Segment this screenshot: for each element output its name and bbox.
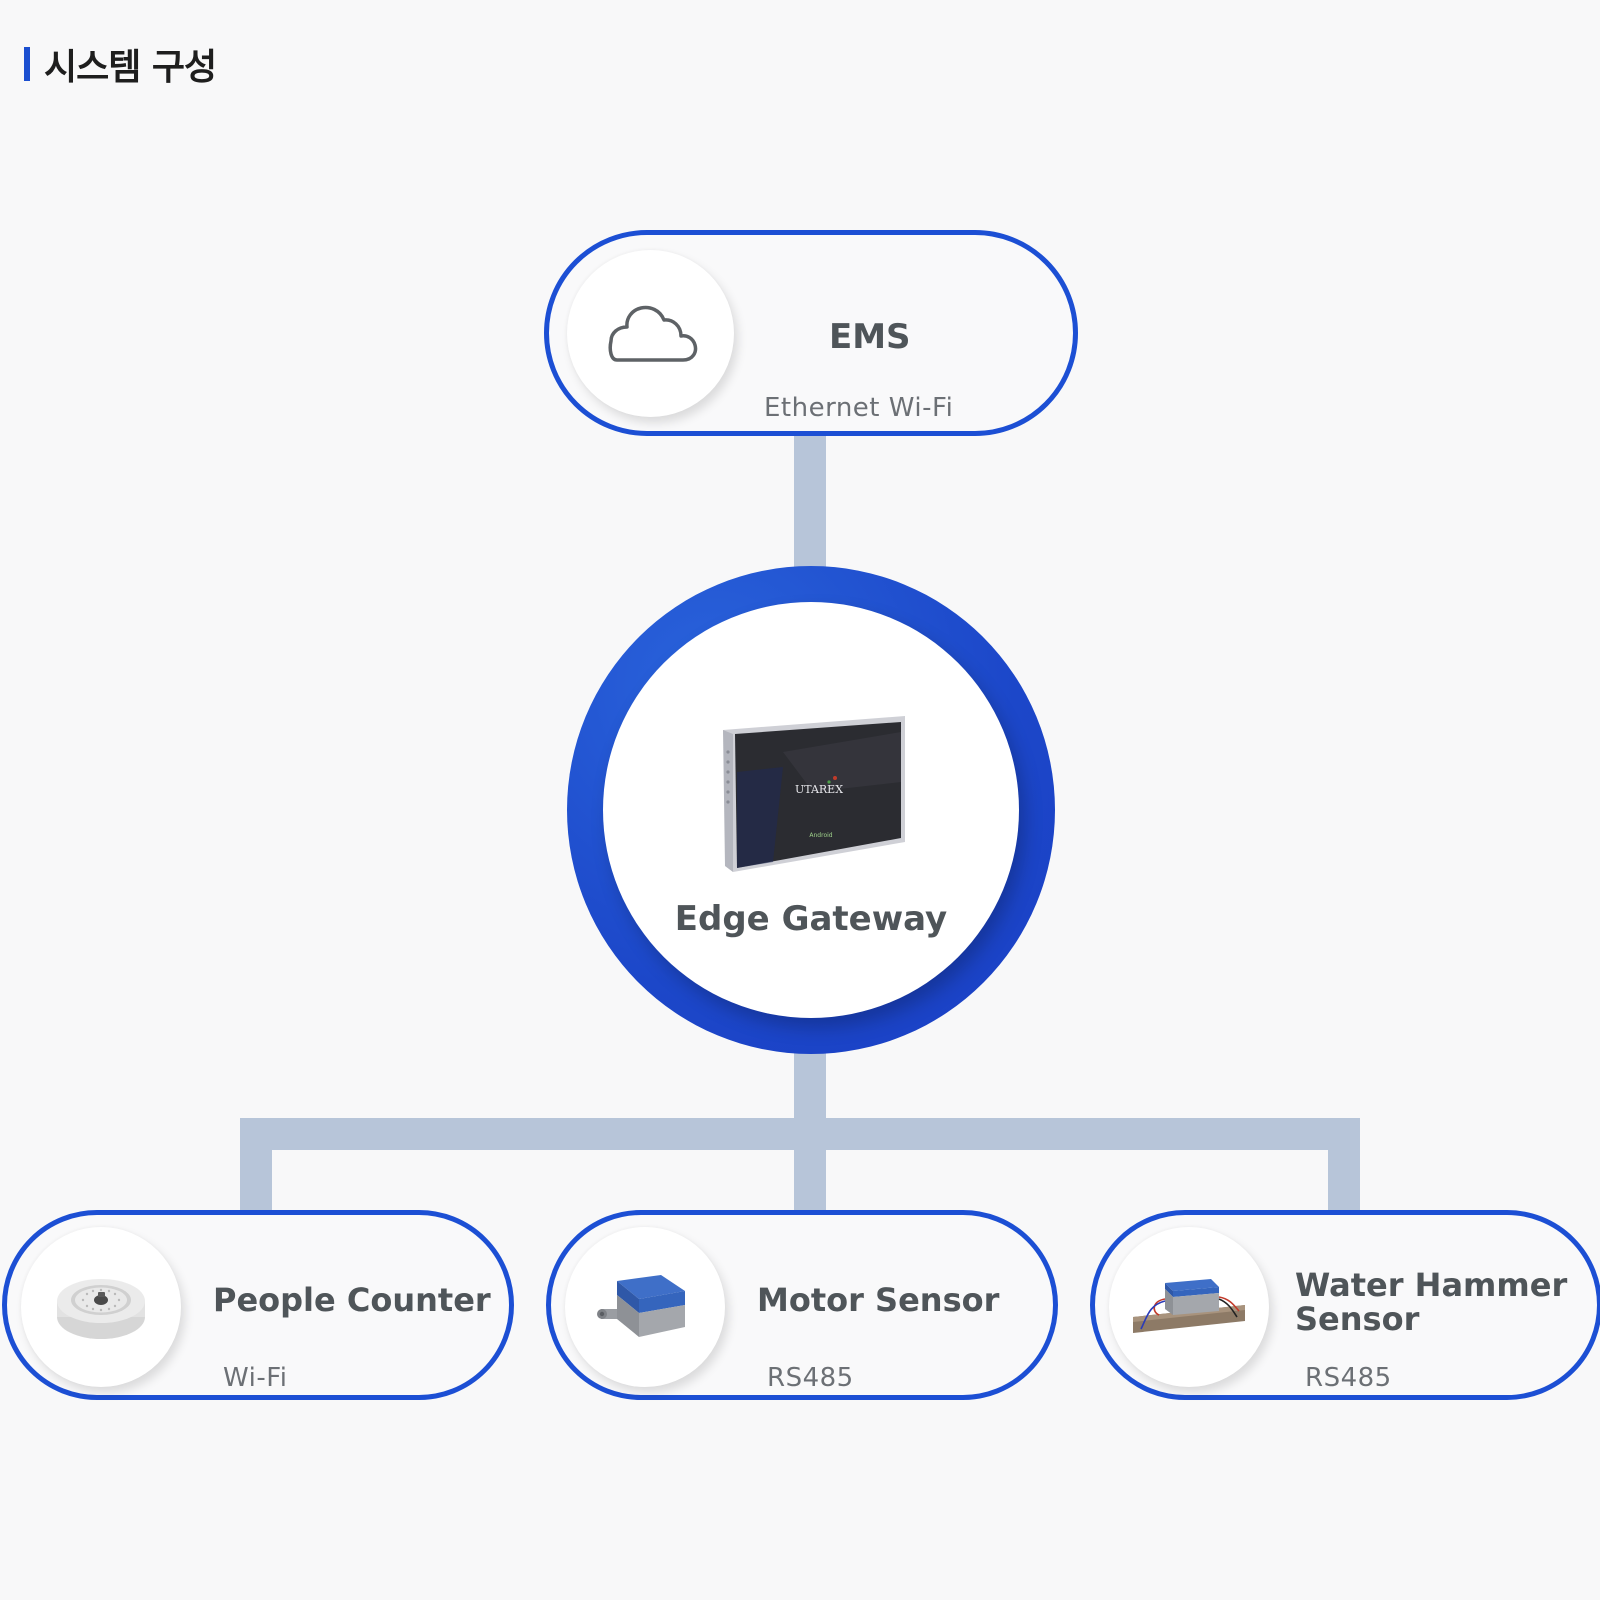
- edge-gateway-title: Edge Gateway: [674, 899, 948, 939]
- people-counter-title: People Counter: [213, 1281, 491, 1319]
- gateway-brand-label: UTAREX: [795, 783, 843, 796]
- gateway-device-image: UTAREX Android: [723, 716, 905, 872]
- ems-protocols: Ethernet Wi-Fi: [764, 393, 954, 423]
- motor-sensor-protocol: RS485: [767, 1363, 854, 1393]
- cloud-icon: [608, 305, 697, 362]
- water-hammer-sensor-title: Water Hammer Sensor: [1295, 1268, 1567, 1336]
- connector-branch: [240, 1118, 1360, 1216]
- people-counter-protocol: Wi-Fi: [223, 1363, 288, 1393]
- water-hammer-sensor-image: [1133, 1279, 1245, 1333]
- water-hammer-sensor-protocol: RS485: [1305, 1363, 1392, 1393]
- people-counter-icon-circle: [21, 1227, 181, 1387]
- ems-node[interactable]: EMS Ethernet Wi-Fi: [544, 230, 1078, 436]
- edge-gateway-inner-circle: UTAREX Android Edge Gateway: [603, 602, 1019, 1018]
- gateway-port-dots: [726, 750, 730, 804]
- water-hammer-sensor-node[interactable]: Water Hammer Sensor RS485: [1090, 1210, 1600, 1400]
- water-hammer-title-line1: Water Hammer: [1295, 1266, 1568, 1304]
- ems-icon-circle: [567, 250, 734, 417]
- edge-gateway-node[interactable]: UTAREX Android Edge Gateway: [567, 566, 1055, 1054]
- ems-title: EMS: [829, 317, 911, 357]
- motor-sensor-title: Motor Sensor: [757, 1281, 1000, 1319]
- motor-sensor-node[interactable]: Motor Sensor RS485: [546, 1210, 1058, 1400]
- header-accent-bar: [24, 47, 30, 81]
- motor-sensor-icon-circle: [565, 1227, 725, 1387]
- water-hammer-title-line2: Sensor: [1295, 1300, 1420, 1338]
- page-title: 시스템 구성: [44, 47, 217, 88]
- section-header: 시스템 구성: [24, 38, 217, 90]
- people-counter-node[interactable]: People Counter Wi-Fi: [2, 1210, 514, 1400]
- water-hammer-sensor-icon-circle: [1109, 1227, 1269, 1387]
- connector-ems-gateway: [794, 436, 826, 572]
- gateway-os-label: Android: [809, 832, 832, 839]
- people-counter-image: [57, 1279, 145, 1339]
- motor-sensor-image: [597, 1275, 685, 1337]
